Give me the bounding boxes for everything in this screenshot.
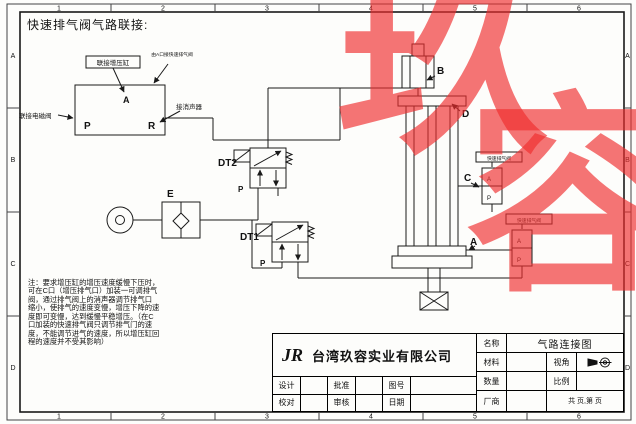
inset-port-a-label: A — [123, 95, 130, 105]
date-value — [411, 395, 476, 412]
tiny-note-label: 由A口接快速排气阀 — [151, 51, 193, 58]
view-angle-icon — [587, 357, 612, 367]
design-row: 设计 批准 图号 — [273, 377, 476, 395]
dt1-label: DT1 — [240, 232, 259, 243]
dt2-port-p-label: P — [238, 185, 244, 194]
material-value — [507, 353, 547, 371]
design-label: 设计 — [273, 377, 301, 394]
inset-port-p-label: P — [84, 121, 91, 132]
zone-number: 3 — [265, 414, 269, 421]
material-label: 材料 — [477, 353, 507, 371]
company-logo: JR — [282, 344, 304, 365]
name-row: 名称 气路连接图 — [477, 334, 623, 353]
qev-mid-port-a: A — [487, 177, 491, 183]
frame-lines — [6, 3, 632, 421]
quantity-value — [507, 372, 547, 390]
qev-inset-group — [57, 55, 181, 136]
scale-value — [577, 372, 623, 390]
approve-value — [356, 377, 383, 394]
cyl-a-label: A — [470, 237, 477, 248]
date-label: 日期 — [383, 394, 411, 411]
qev-mid-label: 快速排气阀 — [487, 155, 511, 162]
zone-letter: B — [11, 157, 16, 164]
design-value — [301, 377, 328, 394]
cyl-d-label: D — [462, 109, 469, 120]
cyl-b-label: B — [437, 66, 444, 77]
zone-number: 4 — [369, 414, 373, 421]
note-text: 注：要求增压缸的增压速度缓慢下压时， 可在C口（增压排气口）加装一可调排气 阀，… — [28, 278, 160, 347]
quantity-label: 数量 — [477, 372, 507, 390]
zone-letter: D — [10, 365, 15, 372]
audit-label: 审核 — [328, 394, 356, 411]
air-supply-group — [106, 201, 258, 239]
zone-number: 5 — [473, 414, 477, 421]
zone-number: 2 — [161, 414, 165, 421]
material-row: 材料 视角 — [477, 353, 623, 372]
dt1-port-p-label: P — [260, 259, 266, 268]
cyl-c-label: C — [464, 173, 471, 184]
connect-booster-label: 联接增压缸 — [97, 58, 130, 67]
qev-low-group — [466, 213, 553, 267]
qev-mid-port-p: P — [487, 196, 491, 202]
unit-e-label: E — [167, 189, 174, 200]
dt2-label: DT2 — [218, 158, 237, 169]
connect-muffler-label: 接消声器 — [176, 102, 203, 111]
zone-number: 5 — [473, 6, 477, 13]
scale-label: 比例 — [547, 372, 577, 390]
audit-value — [356, 394, 383, 411]
zone-number: 6 — [577, 414, 581, 421]
title-block-right: 名称 气路连接图 材料 视角 — [477, 334, 623, 411]
zone-letter: A — [11, 53, 16, 60]
zone-number: 6 — [577, 6, 581, 13]
title-block: JR 台湾玖容实业有限公司 设计 批准 图号 校对 审核 日期 — [272, 333, 624, 412]
zone-letter: A — [625, 53, 630, 60]
zone-letter: C — [10, 261, 15, 268]
zone-number: 1 — [57, 414, 61, 421]
approve-label: 批准 — [328, 377, 356, 394]
zone-letter: C — [625, 261, 630, 268]
vendor-row: 厂商 共 页,第 页 — [477, 391, 623, 411]
zone-letter: D — [625, 365, 630, 372]
vendor-label: 厂商 — [477, 391, 507, 411]
view-symbol-cell — [577, 353, 623, 371]
quantity-row: 数量 比例 — [477, 372, 623, 391]
qev-low-label: 快速排气阀 — [517, 217, 541, 224]
check-row: 校对 审核 日期 — [273, 394, 476, 412]
qev-low-port-p: P — [517, 258, 521, 264]
cylinder-assembly-group — [391, 43, 473, 311]
qev-mid-group — [458, 151, 523, 212]
company-cell: JR 台湾玖容实业有限公司 — [273, 334, 476, 377]
check-value — [301, 394, 328, 411]
zone-letter: B — [625, 157, 630, 164]
zone-number: 2 — [161, 6, 165, 13]
dt1-valve-group — [165, 88, 523, 279]
zone-number: 4 — [369, 6, 373, 13]
drawing-no-label: 图号 — [383, 377, 411, 394]
name-value: 气路连接图 — [537, 339, 593, 351]
frame-zone-labels: 1 2 3 4 5 6 1 2 3 4 5 6 A B C D A B C D — [10, 6, 630, 421]
qev-low-port-a: A — [517, 239, 521, 245]
zone-number: 3 — [265, 6, 269, 13]
dt2-valve-group — [233, 87, 414, 220]
name-label: 名称 — [477, 334, 507, 352]
page-title: 快速排气阀气路联接: — [27, 18, 149, 32]
title-block-left: JR 台湾玖容实业有限公司 设计 批准 图号 校对 审核 日期 — [273, 334, 477, 411]
connect-solenoid-label: 联接电磁阀 — [19, 111, 52, 120]
inset-port-r-label: R — [148, 121, 156, 132]
drawing-no-value — [411, 377, 476, 394]
check-label: 校对 — [273, 394, 301, 411]
vendor-value — [507, 391, 547, 411]
company-name: 台湾玖容实业有限公司 — [312, 348, 453, 364]
zone-number: 1 — [57, 6, 61, 13]
pages-label: 共 页,第 页 — [568, 398, 602, 405]
view-label: 视角 — [547, 353, 577, 371]
